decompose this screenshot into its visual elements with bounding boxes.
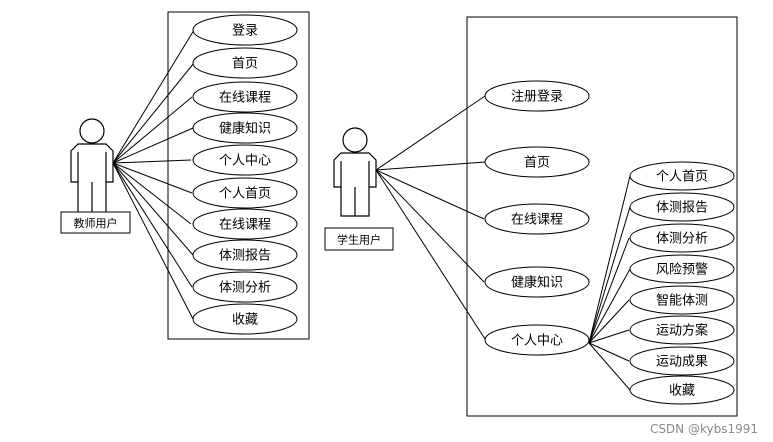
student-use-case-personal-center[interactable]	[484, 324, 590, 356]
teacher-use-case-login[interactable]	[192, 14, 298, 46]
teacher-use-case-fitness-analysis[interactable]	[192, 271, 298, 303]
pc-use-case-fitness-analysis[interactable]	[629, 223, 735, 253]
pc-use-case-fitness-report-label: 体测报告	[656, 201, 708, 216]
student-use-case-register-login[interactable]	[484, 80, 590, 112]
teacher-actor-label-box	[60, 211, 131, 234]
teacher-use-case-online-course-2[interactable]	[192, 208, 298, 240]
teacher-system-boundary	[167, 11, 310, 340]
teacher-use-case-online-course-label: 在线课程	[219, 91, 271, 106]
watermark: CSDN @kybs1991	[650, 422, 758, 436]
student-use-case-health-knowledge-label: 健康知识	[511, 275, 563, 291]
teacher-use-case-personal-home[interactable]	[192, 177, 298, 209]
pc-use-case-smart-test-label: 智能体测	[656, 294, 708, 309]
teacher-use-case-personal-home-label: 个人首页	[219, 187, 271, 202]
pc-use-case-exercise-plan-label: 运动方案	[656, 323, 708, 339]
teacher-use-case-home[interactable]	[192, 47, 298, 79]
student-system-boundary	[466, 16, 738, 417]
pc-use-case-favorites-label: 收藏	[669, 384, 695, 399]
pc-use-case-favorites[interactable]	[629, 375, 735, 405]
student-use-case-online-course-label: 在线课程	[511, 213, 563, 228]
student-use-case-register-login-label: 注册登录	[511, 90, 563, 105]
student-use-case-personal-center-label: 个人中心	[511, 334, 563, 349]
student-use-case-home[interactable]	[484, 146, 590, 178]
pc-use-case-fitness-report[interactable]	[629, 192, 735, 222]
student-associations	[375, 95, 486, 340]
teacher-use-case-fitness-report-label: 体测报告	[219, 249, 271, 264]
teacher-use-case-favorites-label: 收藏	[232, 313, 258, 328]
teacher-use-case-online-course[interactable]	[192, 81, 298, 113]
pc-use-case-exercise-results[interactable]	[629, 346, 735, 376]
teacher-use-case-health-knowledge[interactable]	[192, 112, 298, 144]
pc-use-case-risk-warning-label: 风险预警	[656, 262, 708, 278]
teacher-use-case-login-label: 登录	[232, 24, 258, 39]
teacher-actor-label: 教师用户	[74, 216, 118, 230]
personal-center-use-cases: 个人首页 体测报告 体测分析 风险预警 智能体测 运动方案 运动成果 收藏	[629, 161, 735, 405]
student-use-case-health-knowledge[interactable]	[484, 266, 590, 298]
teacher-use-case-fitness-report[interactable]	[192, 239, 298, 271]
teacher-use-cases: 登录 首页 在线课程 健康知识 个人中心 个人首页 在线课程 体测报告 体测分析…	[192, 14, 298, 335]
student-use-case-online-course[interactable]	[484, 203, 590, 235]
pc-use-case-smart-test[interactable]	[629, 285, 735, 315]
student-use-case-home-label: 首页	[524, 156, 550, 171]
teacher-associations	[112, 29, 195, 320]
personal-center-associations	[588, 175, 631, 391]
teacher-actor	[70, 118, 114, 214]
pc-use-case-personal-home[interactable]	[629, 161, 735, 191]
teacher-use-case-personal-center[interactable]	[192, 144, 298, 176]
pc-use-case-exercise-plan[interactable]	[629, 315, 735, 345]
pc-use-case-personal-home-label: 个人首页	[656, 170, 708, 185]
pc-use-case-fitness-analysis-label: 体测分析	[656, 232, 708, 247]
pc-use-case-exercise-results-label: 运动成果	[656, 355, 708, 370]
teacher-use-case-home-label: 首页	[232, 57, 258, 72]
teacher-use-case-personal-center-label: 个人中心	[219, 154, 271, 169]
student-actor-label-box	[324, 227, 394, 251]
teacher-use-case-online-course-2-label: 在线课程	[219, 218, 271, 233]
teacher-use-case-favorites[interactable]	[192, 303, 298, 335]
pc-use-case-risk-warning[interactable]	[629, 254, 735, 284]
teacher-use-case-health-knowledge-label: 健康知识	[219, 121, 271, 137]
student-actor-label: 学生用户	[337, 233, 381, 247]
student-use-cases: 注册登录 首页 在线课程 健康知识 个人中心	[484, 80, 590, 356]
teacher-use-case-fitness-analysis-label: 体测分析	[219, 281, 271, 296]
student-actor	[333, 127, 377, 217]
